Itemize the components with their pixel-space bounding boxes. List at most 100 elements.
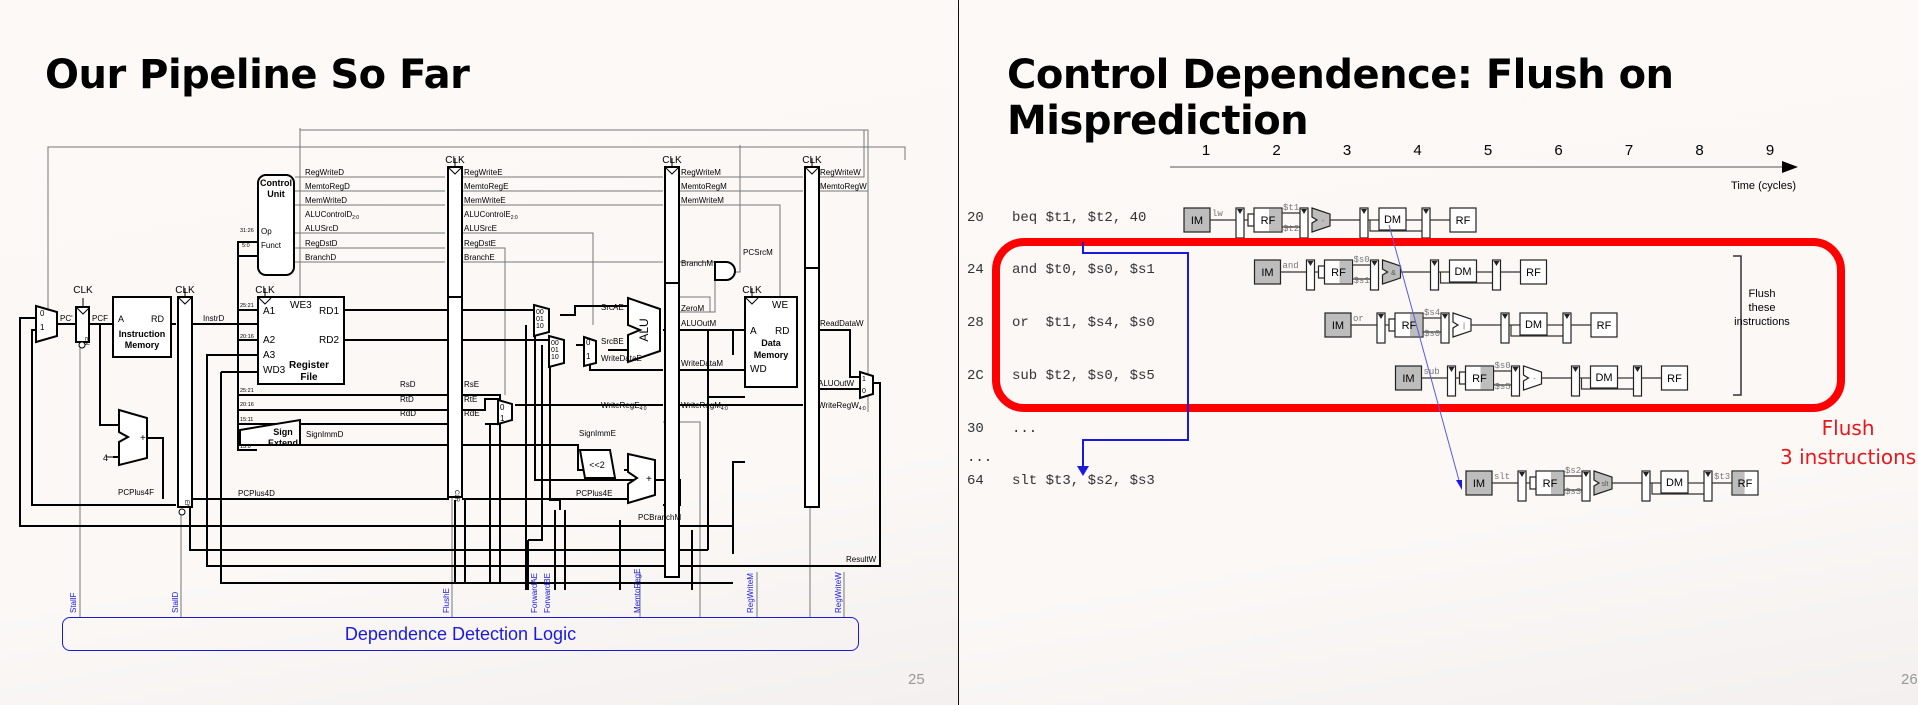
signal-branchm: BranchM <box>681 259 713 268</box>
mux-input: 00 <box>551 340 559 347</box>
op-port-label: Op <box>261 227 272 236</box>
signal-pcplus4e: PCPlus4E <box>576 489 612 498</box>
data-memory-label: Data <box>761 338 782 348</box>
rf-port-a3: A3 <box>263 350 276 361</box>
hazard-signal-stallf: StallF <box>69 592 78 613</box>
control-signal-e: RegDstE <box>464 239 496 248</box>
memory-writeback-register <box>804 166 820 508</box>
mux-input: 1 <box>862 376 866 383</box>
regdst-mux <box>497 398 513 426</box>
pcplus4-adder <box>118 408 148 467</box>
register-file-label: File <box>300 372 318 383</box>
mux-input: 00 <box>536 309 544 316</box>
rf-port-rd1: RD1 <box>319 306 339 317</box>
control-signal-e: ALUSrcE <box>464 224 497 233</box>
register-thick-sections <box>448 267 819 298</box>
sign-extend-label: Extend <box>268 438 298 448</box>
signal-readdataw: ReadDataW <box>820 319 864 328</box>
control-signal-d: BranchD <box>305 253 336 262</box>
flush-callout-line: Flush <box>1821 416 1875 440</box>
control-signal-m: RegWriteM <box>681 168 721 177</box>
mux-input: 10 <box>551 354 559 361</box>
signal-rde: RdE <box>464 409 480 418</box>
sign-extend-block <box>239 418 301 446</box>
forward-a-mux <box>533 303 550 338</box>
control-signal-e: MemtoRegE <box>464 182 508 191</box>
data-memory-block <box>744 296 798 388</box>
alusrc-mux <box>583 335 597 368</box>
pc-mux <box>35 304 58 344</box>
signal-zerom: ZeroM <box>681 304 704 313</box>
bit-range: 5:0 <box>242 243 250 249</box>
bit-range: 25:21 <box>240 303 254 309</box>
control-unit-label: Unit <box>267 189 285 199</box>
instruction-memory-block <box>112 296 172 358</box>
instr-mem-label: Instruction <box>119 329 166 339</box>
bit-range: 25:21 <box>240 388 254 394</box>
slide-left: Our Pipeline So Far <box>0 0 958 705</box>
mux-input: 01 <box>536 316 544 323</box>
adder-label: + <box>646 474 652 485</box>
memtoreg-mux <box>859 370 874 400</box>
register-file-label: Register <box>289 360 329 371</box>
hazard-signal-forwardae: ForwardAE <box>530 573 539 613</box>
mux-input: 0 <box>500 403 505 412</box>
flush-callout: Flush 3 instructions <box>1780 414 1916 472</box>
const-four: 4 <box>103 453 108 463</box>
funct-port-label: Funct <box>261 241 282 250</box>
signal-rsd: RsD <box>400 380 416 389</box>
signal-pcplus4d: PCPlus4D <box>238 489 275 498</box>
clk-label: CLK <box>73 285 93 296</box>
alu-label: ALU <box>637 318 651 341</box>
enable-label: EN <box>83 337 89 345</box>
control-signal-d: MemWriteD <box>305 196 347 205</box>
slide-title: Our Pipeline So Far <box>45 52 470 98</box>
rf-port-we3: WE3 <box>290 300 312 311</box>
hazard-signal-memtorege: MemtoRegE <box>633 569 642 613</box>
slide-right: Control Dependence: Flush on Mispredicti… <box>959 0 1918 705</box>
signal-srcae: SrcAE <box>601 303 624 312</box>
instr-mem-port: RD <box>151 314 164 324</box>
instr-mem-port: A <box>118 314 124 324</box>
control-signal-e: MemWriteE <box>464 196 506 205</box>
enable-label: EN <box>183 500 189 508</box>
clk-label: CLK <box>255 285 275 296</box>
clk-label: CLK <box>175 285 195 296</box>
bit-range: 31:26 <box>240 228 254 234</box>
signal-pc_prime: PC' <box>60 314 73 323</box>
control-signal-m: MemWriteM <box>681 196 724 205</box>
control-signal-d: RegDstD <box>305 239 338 248</box>
slide-divider <box>958 0 959 705</box>
branch-and-gate <box>714 261 736 281</box>
shift-left-2 <box>578 449 617 479</box>
control-signal-e: RegWriteE <box>464 168 503 177</box>
mux-input: 1 <box>586 352 591 361</box>
dm-port-we: WE <box>772 300 788 311</box>
clk-label: CLK <box>742 285 762 296</box>
hazard-signal-stalld: StallD <box>171 591 180 613</box>
rf-port-a1: A1 <box>263 306 276 317</box>
signal-writeregw: WriteRegW4:0 <box>818 401 866 412</box>
slide-title: Control Dependence: Flush on Mispredicti… <box>1007 52 1674 144</box>
dm-port-rd: RD <box>775 326 789 337</box>
clk-label: CLK <box>802 155 822 166</box>
pipeline-schematic: CLKCLKCLKCLKCLKCLKCLKControlUnitOpFunctA… <box>19 128 906 617</box>
control-unit-label: Control <box>260 178 292 188</box>
clear-label: CLR <box>453 490 459 503</box>
dependence-detection-logic: Dependence Detection Logic <box>62 617 859 651</box>
control-signal-d: ALUSrcD <box>305 224 339 233</box>
signal-rtd: RtD <box>400 395 414 404</box>
dependence-detection-logic-label: Dependence Detection Logic <box>344 624 577 644</box>
instr-mem-label: Memory <box>125 340 160 350</box>
hazard-signal-regwritew: RegWriteW <box>834 572 843 613</box>
bit-range: 15:11 <box>240 417 253 423</box>
control-signal-w: MemtoRegW <box>820 182 867 191</box>
mux-input: 0 <box>862 388 866 395</box>
dm-port-wd: WD <box>750 364 767 375</box>
data-memory-label: Memory <box>754 350 789 360</box>
signal-writeregm: WriteRegM4:0 <box>681 401 728 412</box>
shift-label: <<2 <box>589 460 605 470</box>
signal-rse: RsE <box>464 380 479 389</box>
bit-range: 20:16 <box>240 334 254 340</box>
rf-port-wd3: WD3 <box>263 365 286 376</box>
